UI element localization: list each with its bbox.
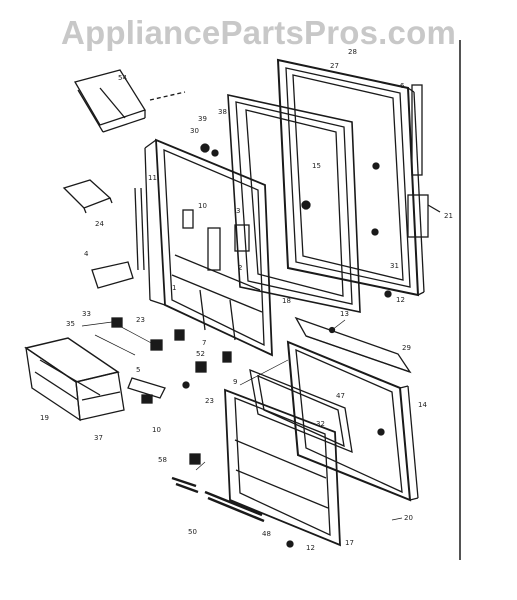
- door-gasket: [227, 93, 361, 313]
- callout: 27: [330, 62, 339, 70]
- callout: 12: [396, 296, 405, 304]
- door-hinge: [407, 84, 441, 238]
- callout: 31: [390, 262, 399, 270]
- callout: 20: [404, 514, 413, 522]
- callout: 3: [236, 207, 240, 215]
- callout: 12: [306, 544, 315, 552]
- callout: 38: [218, 108, 227, 116]
- callout: 52: [196, 350, 205, 358]
- callout: 4: [84, 250, 89, 258]
- drawer-fronts: [24, 337, 125, 422]
- callout: 33: [82, 310, 91, 318]
- callout: 2: [238, 264, 242, 272]
- left-bracket: [91, 261, 134, 289]
- callout: 58: [158, 456, 167, 464]
- callout: 9: [233, 378, 237, 386]
- door-shelf-bars: [171, 476, 265, 523]
- freezer-door: [276, 58, 425, 297]
- callout: 29: [402, 344, 411, 352]
- callout: 37: [94, 434, 103, 442]
- trim-rail: [294, 316, 412, 374]
- trim-strip: [134, 187, 145, 271]
- callout: 39: [198, 115, 207, 123]
- callout: 23: [205, 397, 214, 405]
- callout: 35: [66, 320, 75, 328]
- cabinet-liner: [144, 138, 273, 357]
- butter-tray: [62, 179, 113, 214]
- leader-lines: [81, 319, 403, 521]
- callout: 50: [188, 528, 197, 536]
- callout: 48: [262, 530, 271, 538]
- callout: 17: [345, 539, 354, 547]
- callout: 11: [148, 174, 157, 182]
- door-liner: [224, 388, 341, 547]
- watermark: AppliancePartsPros.com: [60, 14, 457, 51]
- callout: 54: [118, 74, 127, 82]
- crisper-cover: [74, 69, 186, 133]
- bracket-28: [127, 377, 166, 399]
- callout: 6: [400, 82, 405, 90]
- door-gasket-lower: [249, 368, 353, 454]
- callout: 10: [152, 426, 161, 434]
- callout: 23: [136, 316, 145, 324]
- callout: 10: [198, 202, 207, 210]
- small-hardware: [111, 143, 392, 548]
- callout: 7: [202, 339, 206, 347]
- callout-labels: 54 27 28 39 38 30 15 6 24 11 10 3 4 2 1 …: [40, 48, 453, 552]
- callout: 30: [190, 127, 199, 135]
- callout: 28: [348, 48, 357, 56]
- callout: 32: [316, 420, 325, 428]
- callout: 5: [136, 366, 140, 374]
- callout: 24: [95, 220, 104, 228]
- callout: 18: [282, 297, 291, 305]
- callout: 13: [340, 310, 349, 318]
- callout: 21: [444, 212, 453, 220]
- callout: 19: [40, 414, 49, 422]
- callout: 47: [336, 392, 345, 400]
- callout: 14: [418, 401, 427, 409]
- callout: 15: [312, 162, 321, 170]
- callout: 1: [172, 284, 176, 292]
